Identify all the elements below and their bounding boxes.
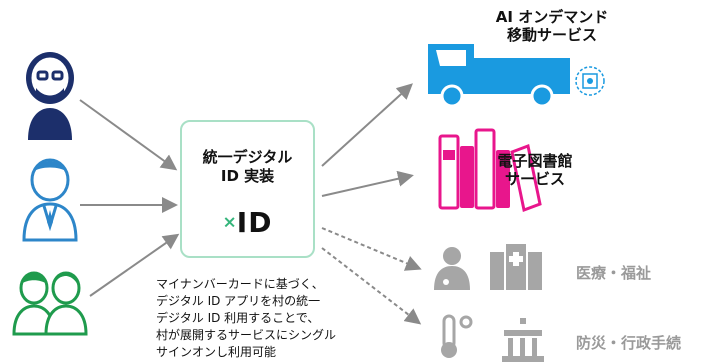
doctor-icon: [434, 247, 470, 290]
ai-mobility-label: AI オンデマンド 移動サービス: [472, 8, 632, 44]
library-label: 電子図書館 サービス: [490, 152, 580, 188]
truck-icon: [428, 44, 570, 108]
center-title-line1: 統一デジタル: [202, 148, 293, 166]
xid-logo-id: ID: [236, 206, 273, 239]
government-building-icon: [502, 318, 544, 362]
caption-line: デジタル ID アプリを村の統一: [156, 294, 321, 308]
caption-line: デジタル ID 利用することで、: [156, 311, 320, 325]
caption-line: マイナンバーカードに基づく、: [156, 277, 324, 291]
arrow-to-library: [321, 170, 414, 197]
arrow-person3: [89, 233, 180, 297]
books-icon: [438, 128, 542, 213]
person-businessman-icon: [22, 158, 78, 242]
xid-logo-x: ×: [222, 212, 237, 233]
person-elderly-icon: [26, 52, 74, 140]
hospital-icon: [490, 244, 542, 290]
unified-digital-id-box: [180, 120, 315, 258]
arrow-person1: [79, 99, 178, 171]
arrow-to-ai-mobility: [321, 83, 413, 167]
ai-chip-icon: [575, 66, 605, 96]
library-line2: サービス: [504, 170, 565, 188]
caption-text: マイナンバーカードに基づく、 デジタル ID アプリを村の統一 デジタル ID …: [156, 276, 386, 361]
library-line1: 電子図書館: [497, 152, 573, 170]
caption-line: サインオンし利用可能: [156, 345, 277, 359]
ai-mobility-line2: 移動サービス: [506, 26, 597, 44]
thermometer-icon: [441, 314, 473, 358]
unified-digital-id-title: 統一デジタル ID 実装: [180, 148, 315, 186]
caption-line: 村が展開するサービスにシングル: [156, 328, 337, 342]
arrow-to-medical: [321, 227, 422, 271]
center-title-line2: ID 実装: [220, 167, 275, 185]
xid-logo: ×ID: [180, 206, 315, 239]
medical-welfare-label: 医療・福祉: [576, 264, 652, 282]
arrow-to-disaster: [321, 247, 422, 325]
ai-mobility-line1: AI オンデマンド: [495, 8, 609, 26]
children-icon: [12, 271, 88, 336]
disaster-admin-label: 防災・行政手続: [576, 334, 682, 352]
